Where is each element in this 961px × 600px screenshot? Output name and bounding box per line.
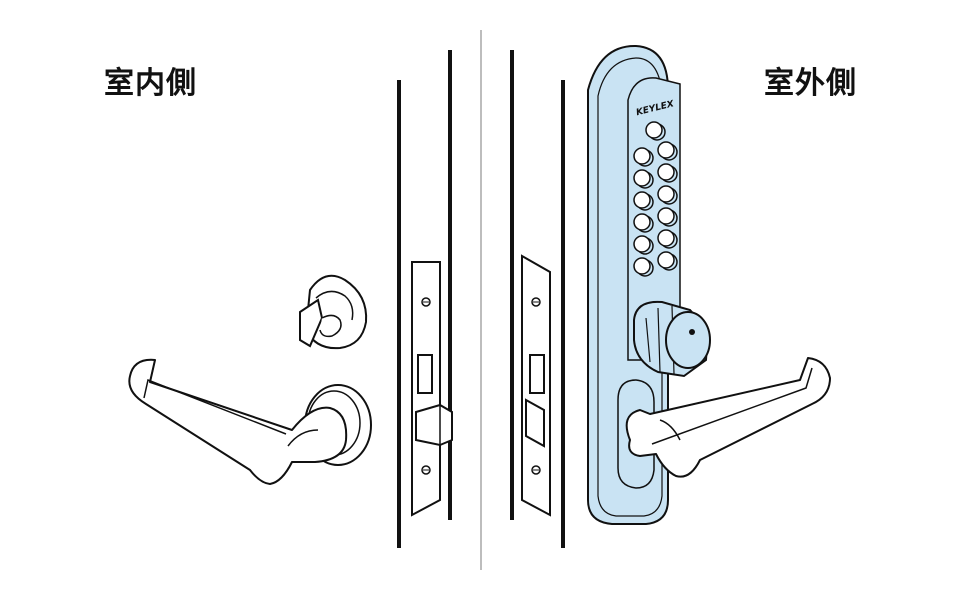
latch-bolt bbox=[415, 403, 453, 447]
keypad-button bbox=[657, 207, 678, 227]
outside-face-plate bbox=[521, 254, 551, 517]
keypad-button bbox=[633, 147, 654, 167]
keypad-button bbox=[657, 185, 678, 205]
inside-face-plate bbox=[411, 261, 453, 517]
outside-lever-handle bbox=[625, 357, 831, 478]
inside-side-label: 室内側 bbox=[104, 66, 197, 101]
keypad-button bbox=[633, 169, 654, 189]
keypad-button bbox=[633, 257, 654, 277]
keypad-buttons bbox=[633, 121, 678, 277]
keypad-button bbox=[657, 229, 678, 249]
keypad-button bbox=[633, 235, 654, 255]
keypad-button bbox=[657, 251, 678, 271]
keypad-button bbox=[657, 163, 678, 183]
latch-bolt bbox=[525, 398, 545, 448]
keypad-button bbox=[633, 213, 654, 233]
keypad-button bbox=[645, 121, 666, 141]
knob-icon bbox=[633, 300, 711, 378]
deadbolt-slot bbox=[417, 354, 433, 394]
inside-lever-handle bbox=[128, 358, 372, 485]
thumb-turn-icon bbox=[299, 274, 368, 350]
outside-side-label: 室外側 bbox=[764, 66, 857, 101]
keypad-button bbox=[633, 191, 654, 211]
deadbolt-slot bbox=[529, 354, 545, 394]
keyhole-icon bbox=[689, 329, 695, 335]
keypad-button bbox=[657, 141, 678, 161]
